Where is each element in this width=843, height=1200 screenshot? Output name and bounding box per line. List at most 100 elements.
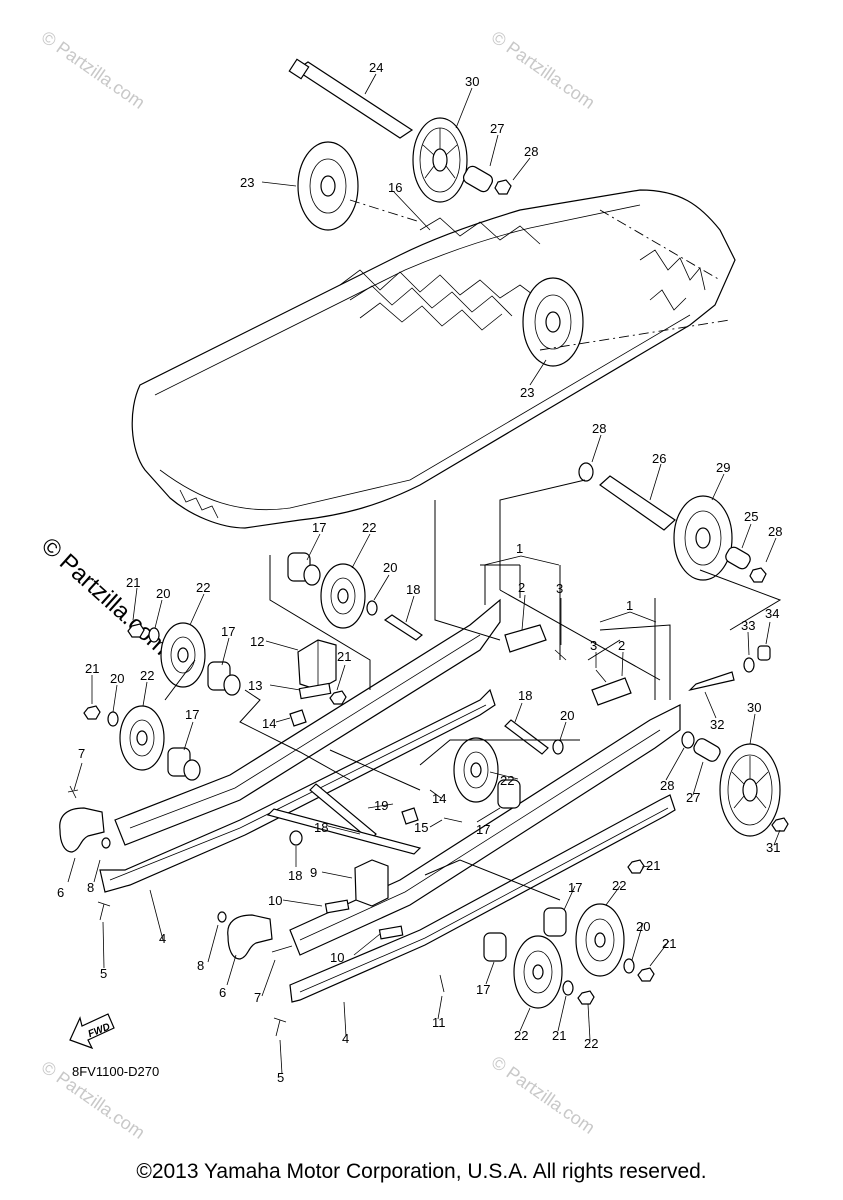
- callout-label: 17: [312, 520, 326, 535]
- nut: [627, 859, 645, 874]
- slide: [378, 925, 404, 940]
- shaft: [599, 475, 676, 531]
- wheel: [673, 495, 733, 581]
- callout-label: 34: [765, 606, 779, 621]
- watermark: © Partzilla.com: [488, 1052, 599, 1138]
- nut: [771, 817, 789, 832]
- callout-label: 10: [330, 950, 344, 965]
- callout-label: 22: [196, 580, 210, 595]
- wheel: [453, 737, 499, 803]
- plate: [591, 677, 632, 706]
- nut: [749, 567, 767, 583]
- callout-label: 33: [741, 618, 755, 633]
- callout-label: 11: [432, 1015, 446, 1030]
- callout-label: 12: [250, 634, 264, 649]
- callout-label: 13: [248, 678, 262, 693]
- callout-label: 17: [185, 707, 199, 722]
- callout-label: 20: [560, 708, 574, 723]
- bumper: [483, 932, 507, 962]
- callout-label: 4: [342, 1031, 349, 1046]
- callout-label: 21: [337, 649, 351, 664]
- callout-label: 8: [87, 880, 94, 895]
- callout-label: 18: [518, 688, 532, 703]
- callout-label: 23: [240, 175, 254, 190]
- callout-label: 21: [646, 858, 660, 873]
- plate: [504, 624, 547, 653]
- callout-label: 6: [219, 985, 226, 1000]
- bolt: [383, 614, 424, 641]
- callout-label: 28: [592, 421, 606, 436]
- fwd-arrow-icon: FWD: [69, 1013, 115, 1050]
- callout-label: 1: [626, 598, 633, 613]
- callout-label: 28: [768, 524, 782, 539]
- bumper: [543, 907, 567, 937]
- tip: [227, 914, 273, 960]
- wheel: [575, 903, 625, 977]
- callout-label: 3: [590, 638, 597, 653]
- callout-label: 21: [126, 575, 140, 590]
- track: [131, 189, 736, 529]
- callout-label: 20: [636, 919, 650, 934]
- washer: [578, 462, 594, 482]
- callout-label: 18: [406, 582, 420, 597]
- tip: [59, 807, 105, 853]
- callout-label: 20: [110, 671, 124, 686]
- nut: [494, 179, 512, 195]
- spoked-wheel: [412, 117, 468, 203]
- callout-label: 10: [268, 893, 282, 908]
- washer: [552, 739, 564, 755]
- callout-label: 20: [383, 560, 397, 575]
- copyright-text: ©2013 Yamaha Motor Corporation, U.S.A. A…: [136, 1160, 707, 1183]
- screw: [439, 974, 445, 993]
- callout-label: 14: [262, 716, 276, 731]
- washer: [148, 627, 160, 643]
- left-rail: [99, 598, 501, 893]
- bolt: [309, 783, 377, 841]
- wheel: [320, 563, 366, 629]
- callout-label: 26: [652, 451, 666, 466]
- callout-label: 15: [414, 820, 428, 835]
- callout-label: 22: [514, 1028, 528, 1043]
- bolt: [504, 719, 549, 755]
- callout-label: 5: [277, 1070, 284, 1085]
- callout-label: 6: [57, 885, 64, 900]
- nut: [577, 990, 595, 1005]
- collar: [693, 738, 721, 762]
- callout-label: 22: [500, 773, 514, 788]
- callout-label: 27: [686, 790, 700, 805]
- callout-label: 17: [568, 880, 582, 895]
- callout-label: 30: [747, 700, 761, 715]
- slide: [401, 807, 419, 825]
- callout-label: 23: [520, 385, 534, 400]
- wheel: [119, 705, 165, 771]
- screw: [97, 901, 111, 921]
- callout-label: 2: [618, 638, 625, 653]
- callout-label: 16: [388, 180, 402, 195]
- callout-label: 17: [476, 822, 490, 837]
- screw: [271, 945, 293, 953]
- screw: [273, 1017, 287, 1037]
- callout-label: 21: [662, 936, 676, 951]
- screw: [67, 785, 79, 799]
- callout-label: 22: [140, 668, 154, 683]
- nut: [127, 623, 145, 638]
- washer: [623, 958, 635, 974]
- callout-label: 27: [490, 121, 504, 136]
- screw: [443, 817, 463, 823]
- washer: [681, 731, 695, 749]
- idler-wheel: [522, 277, 584, 367]
- callout-label: 17: [221, 624, 235, 639]
- assembly-lines: [164, 199, 782, 901]
- callout-label: 22: [584, 1036, 598, 1051]
- slide: [289, 709, 307, 727]
- callout-label: 8: [197, 958, 204, 973]
- upper-wheel: [297, 141, 359, 231]
- callout-label: 25: [744, 509, 758, 524]
- nut: [637, 967, 655, 982]
- callout-label: 30: [465, 74, 479, 89]
- callout-label: 2: [518, 580, 525, 595]
- bumper: [167, 747, 201, 781]
- callout-label: 14: [432, 791, 446, 806]
- slide: [298, 682, 332, 700]
- callout-label: 18: [288, 868, 302, 883]
